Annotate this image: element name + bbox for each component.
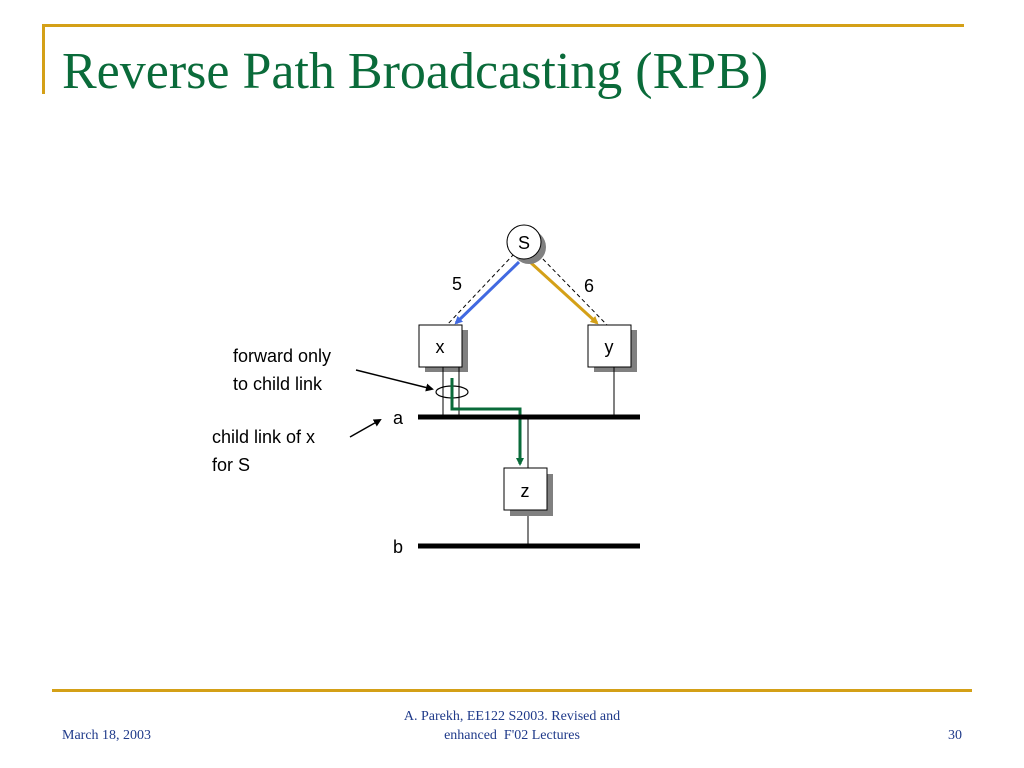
lan-a-label: a bbox=[393, 408, 404, 428]
title-frame-left-rule bbox=[42, 24, 45, 94]
forward-annotation-line1: forward only bbox=[233, 346, 331, 366]
forward-annotation-line2: to child link bbox=[233, 374, 323, 394]
footer-page-number: 30 bbox=[948, 728, 962, 743]
forwarding-path-arrow bbox=[450, 378, 524, 466]
node-z-label: z bbox=[521, 481, 530, 501]
child-annotation-pointer bbox=[349, 419, 382, 438]
node-s bbox=[506, 224, 542, 260]
footer-date: March 18, 2003 bbox=[62, 728, 152, 743]
link-s-x bbox=[445, 253, 515, 327]
footer-credit-line1: A. Parekh, EE122 S2003. Revised and bbox=[403, 709, 621, 724]
node-y-label: y bbox=[605, 337, 614, 357]
footer-credit-line2: enhanced F'02 Lectures bbox=[444, 728, 580, 743]
node-y bbox=[587, 324, 632, 368]
path-arrow-s-to-y bbox=[528, 260, 599, 325]
link-s-y bbox=[537, 253, 609, 327]
node-x-label: x bbox=[436, 337, 445, 357]
footer-credit: A. Parekh, EE122 S2003. Revised and enha… bbox=[362, 707, 662, 745]
footer-rule bbox=[52, 689, 972, 692]
lan-b-label: b bbox=[393, 537, 403, 557]
child-annotation-line1: child link of x bbox=[212, 427, 315, 447]
path-arrow-s-to-x bbox=[454, 260, 521, 325]
forward-annotation-pointer bbox=[355, 369, 434, 392]
slide-title: Reverse Path Broadcasting (RPB) bbox=[62, 43, 769, 100]
node-s-label: S bbox=[518, 233, 530, 253]
child-annotation-line2: for S bbox=[212, 455, 250, 475]
node-x bbox=[418, 324, 463, 368]
node-z bbox=[503, 467, 548, 511]
cost-label-s-y: 6 bbox=[584, 276, 594, 296]
title-frame-top-rule bbox=[42, 24, 964, 27]
cost-label-s-x: 5 bbox=[452, 274, 462, 294]
